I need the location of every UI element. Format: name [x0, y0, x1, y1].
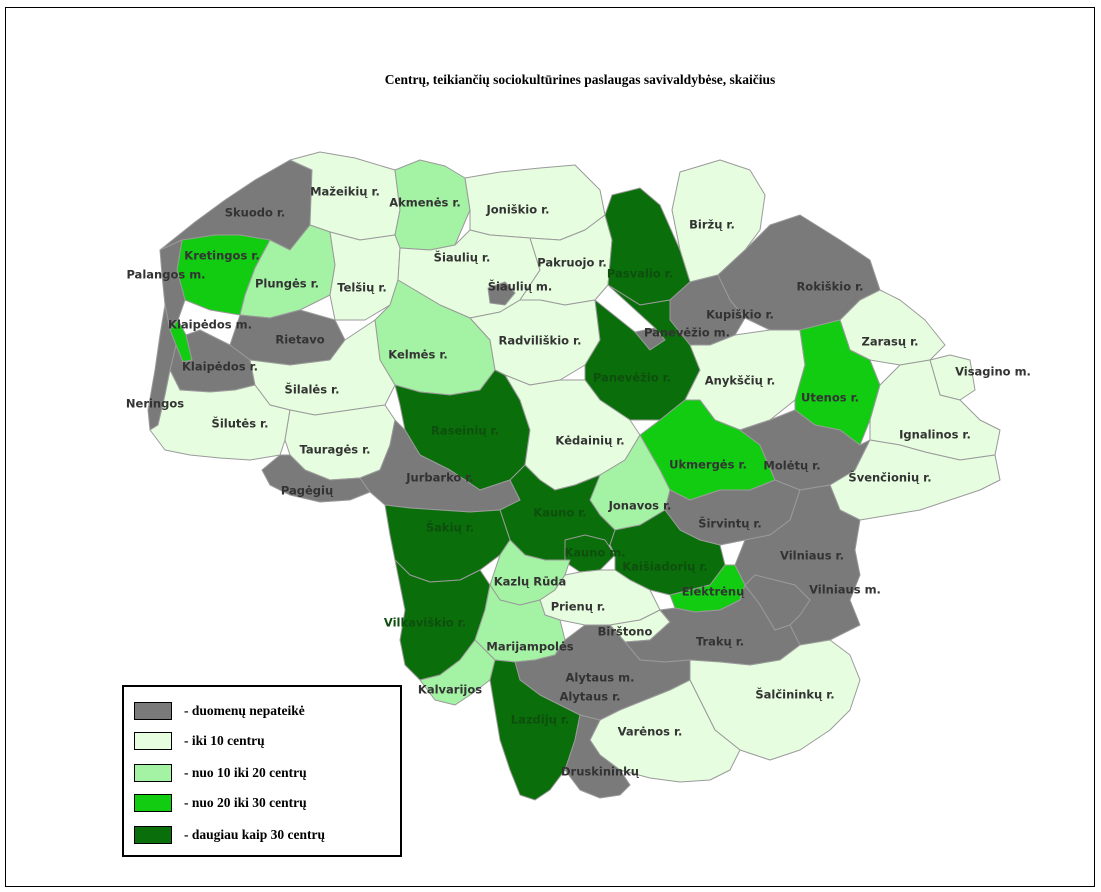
label-anyksciu-r: Anykščių r.	[705, 374, 775, 388]
label-mazeikiu-r: Mažeikių r.	[310, 185, 380, 199]
region-druskininku	[564, 714, 631, 799]
municipality-regions	[147, 151, 1001, 801]
label-svencioniu-r: Švenčionių r.	[848, 470, 931, 485]
label-druskininku: Druskininkų	[561, 765, 640, 779]
legend-label: - nuo 20 iki 30 centrų	[184, 795, 307, 810]
label-silales-r: Šilalės r.	[285, 382, 340, 397]
map-legend: - duomenų nepateikė - iki 10 centrų - nuo …	[122, 685, 402, 857]
region-prienu-r	[539, 569, 661, 626]
label-kazlu-ruda: Kazlų Rūda	[494, 575, 567, 589]
label-pakruojo-r: Pakruojo r.	[537, 256, 607, 270]
label-joniskio-r: Joniškio r.	[485, 203, 549, 217]
label-moletu-r: Molėtų r.	[763, 459, 820, 473]
label-traku-r: Trakų r.	[696, 635, 744, 649]
legend-item-c1: - iki 10 centrų	[134, 731, 265, 751]
label-telsiu-r: Telšių r.	[337, 281, 386, 295]
label-kupiskio-r: Kupiškio r.	[706, 308, 774, 322]
label-kelmes-r: Kelmės r.	[388, 348, 447, 362]
label-vilniaus-m: Vilniaus m.	[809, 583, 881, 597]
label-klaipedos-r: Klaipėdos r.	[182, 360, 258, 374]
label-klaipedos-m: Klaipėdos m.	[168, 318, 252, 332]
label-palangos-m: Palangos m.	[126, 268, 205, 282]
label-jurbarko-r: Jurbarko r.	[405, 471, 473, 485]
legend-label: - nuo 10 iki 20 centrų	[184, 765, 307, 780]
label-raseiniu-r: Raseinių r.	[431, 424, 499, 438]
label-sakiu-r: Šakių r.	[426, 520, 474, 535]
label-vilkaviskio-r: Vilkaviškio r.	[384, 616, 466, 630]
label-taurages-r: Tauragės r.	[299, 443, 370, 457]
label-lazdiju-r: Lazdijų r.	[511, 713, 570, 727]
label-plunges-r: Plungės r.	[255, 277, 319, 291]
legend-label: - daugiau kaip 30 centrų	[184, 827, 326, 842]
label-alytaus-r: Alytaus r.	[559, 690, 620, 704]
label-kaisiadoriu-r: Kaišiadorių r.	[622, 560, 708, 574]
legend-swatch	[134, 794, 172, 812]
region-siauliu-m	[487, 281, 516, 306]
label-siauliu-m: Šiaulių m.	[488, 279, 553, 294]
label-birstono: Birštono	[598, 625, 653, 639]
label-visagino-m: Visagino m.	[955, 365, 1031, 379]
label-zarasu-r: Zarasų r.	[862, 335, 919, 349]
legend-item-c3: - nuo 20 iki 30 centrų	[134, 793, 307, 813]
label-ignalinos-r: Ignalinos r.	[899, 428, 971, 442]
legend-item-nodata: - duomenų nepateikė	[134, 701, 305, 721]
label-kalvarijos: Kalvarijos	[418, 683, 482, 697]
label-sirvintu-r: Širvintų r.	[698, 516, 762, 531]
label-kauno-r: Kauno r.	[533, 506, 586, 520]
label-radviliskio-r: Radviliškio r.	[499, 334, 582, 348]
label-panevezio-m: Panevėžio m.	[644, 326, 730, 340]
label-panevezio-r: Panevėžio r.	[593, 371, 671, 385]
label-pagegiu: Pagėgių	[281, 484, 334, 498]
legend-label: - duomenų nepateikė	[184, 703, 305, 718]
region-pakruojo-r	[519, 214, 613, 306]
label-rietavo: Rietavo	[275, 333, 324, 347]
label-jonavos-r: Jonavos r.	[608, 499, 672, 513]
label-prienu-r: Prienų r.	[551, 600, 606, 614]
label-skuodo-r: Skuodo r.	[225, 206, 286, 220]
label-akmenes-r: Akmenės r.	[389, 196, 461, 210]
label-siauliu-r: Šiaulių r.	[434, 250, 491, 265]
legend-item-c4: - daugiau kaip 30 centrų	[134, 825, 325, 845]
label-kauno-m: Kauno m.	[564, 546, 625, 560]
map-title: Centrų, teikiančių sociokultūrines pasla…	[384, 72, 776, 87]
label-rokiskio-r: Rokiškio r.	[796, 280, 863, 294]
legend-swatch	[134, 702, 172, 720]
legend-swatch	[134, 764, 172, 782]
region-pagegiu	[261, 454, 371, 503]
label-salcininku-r: Šalčininkų r.	[755, 687, 834, 702]
label-kedainiu-r: Kėdainių r.	[555, 434, 624, 448]
label-marijampoles: Marijampolės	[486, 640, 573, 654]
label-silutes-r: Šilutės r.	[212, 416, 269, 431]
legend-item-c2: - nuo 10 iki 20 centrų	[134, 763, 307, 783]
label-neringos: Neringos	[126, 397, 184, 411]
region-silutes-r	[149, 369, 291, 461]
label-kretingos-r: Kretingos r.	[184, 249, 259, 263]
label-elektrenu: Elektrėnų	[682, 585, 745, 599]
legend-label: - iki 10 centrų	[184, 733, 265, 748]
label-utenos-r: Utenos r.	[801, 391, 859, 405]
label-pasvalio-r: Pasvalio r.	[607, 267, 673, 281]
label-ukmerges-r: Ukmergės r.	[669, 458, 747, 472]
municipality-labels: Skuodo r. Mažeikių r. Akmenės r. Joniškio r…	[126, 185, 1031, 779]
legend-swatch	[134, 826, 172, 844]
legend-swatch	[134, 732, 172, 750]
label-varenos-r: Varėnos r.	[618, 725, 683, 739]
region-plunges-r	[239, 224, 336, 319]
label-birzu-r: Biržų r.	[689, 218, 735, 232]
label-vilniaus-r: Vilniaus r.	[780, 549, 844, 563]
label-alytaus-m: Alytaus m.	[566, 671, 635, 685]
